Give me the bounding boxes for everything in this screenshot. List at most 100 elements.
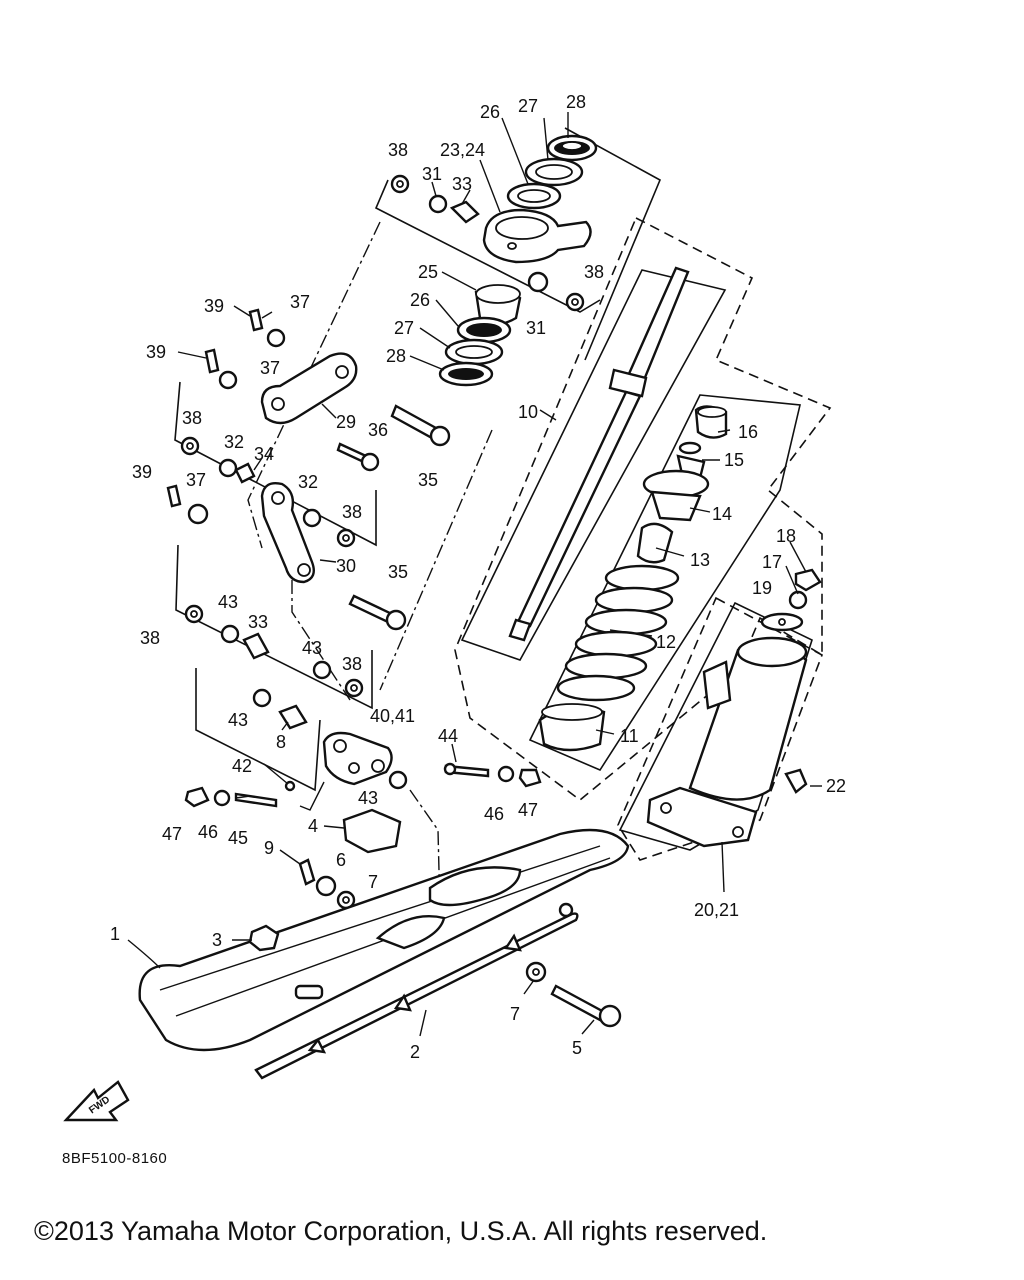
callout-31b: 31 [526, 318, 546, 338]
callout-4: 4 [308, 816, 318, 836]
callout-39c: 39 [132, 462, 152, 482]
washer-17 [788, 590, 808, 610]
callout-37a: 37 [290, 292, 310, 312]
cap-16 [694, 405, 728, 439]
bushing-43-b [312, 660, 332, 680]
callout-33a: 33 [452, 174, 472, 194]
callout-44: 44 [438, 726, 458, 746]
nut-38-top-left [390, 174, 410, 194]
callout-12: 12 [656, 632, 676, 652]
callout-5: 5 [572, 1038, 582, 1058]
washer-19 [760, 612, 804, 632]
lower-link-30 [260, 482, 315, 584]
bushing-32-right [302, 508, 322, 528]
callout-43a: 43 [218, 592, 238, 612]
washer-28-top [546, 134, 598, 162]
callout-45: 45 [228, 828, 248, 848]
callout-26a: 26 [480, 102, 500, 122]
copyright-notice: ©2013 Yamaha Motor Corporation, U.S.A. A… [34, 1216, 768, 1246]
bolt-45 [234, 792, 278, 808]
nut-37-b [218, 370, 238, 390]
callout-19: 19 [752, 578, 772, 598]
piston-rod-10 [508, 266, 690, 642]
callout-32a: 32 [224, 432, 244, 452]
callout-38f: 38 [342, 654, 362, 674]
ski-runner-2 [254, 902, 579, 1080]
callout-7b: 7 [510, 1004, 520, 1024]
callout-38d: 38 [342, 502, 362, 522]
callout-37b: 37 [260, 358, 280, 378]
callout-29: 29 [336, 412, 356, 432]
nut-38-link [180, 436, 200, 456]
callout-28a: 28 [566, 92, 586, 112]
callout-38e: 38 [140, 628, 160, 648]
bolt-5 [550, 984, 622, 1028]
callout-42: 42 [232, 756, 252, 776]
callout-35b: 35 [388, 562, 408, 582]
callout-36: 36 [368, 420, 388, 440]
washer-26-mid [456, 316, 512, 344]
callout-3: 3 [212, 930, 222, 950]
cotter-pin-39-a [248, 308, 264, 332]
fitting-22 [784, 768, 808, 794]
callout-8: 8 [276, 732, 286, 752]
rod-group-outline [460, 269, 727, 661]
callout-9: 9 [264, 838, 274, 858]
callout-7a: 7 [368, 872, 378, 892]
bump-stop-13 [636, 522, 674, 564]
callout-13: 13 [690, 550, 710, 570]
callout-1: 1 [110, 924, 120, 944]
pivot-cup-23-24 [482, 208, 592, 264]
callout-35a: 35 [418, 470, 438, 490]
bolt-35-upper [390, 404, 451, 447]
callout-46b: 46 [484, 804, 504, 824]
callout-33b: 33 [248, 612, 268, 632]
bushing-43-d [388, 770, 408, 790]
diagram-code: 8BF5100-8160 [62, 1150, 168, 1167]
spring-seat-11 [538, 703, 606, 752]
callout-18: 18 [776, 526, 796, 546]
nut-6 [315, 875, 337, 897]
callout-23-24: 23,24 [440, 140, 485, 160]
spring-group-outline [528, 394, 801, 772]
nut-3 [248, 924, 280, 952]
nut-38-lower-right [344, 678, 364, 698]
callout-47a: 47 [162, 824, 182, 844]
callout-39b: 39 [146, 342, 166, 362]
callout-46a: 46 [198, 822, 218, 842]
callout-38a: 38 [388, 140, 408, 160]
bushing-43-c [252, 688, 272, 708]
spring-seat-14 [642, 469, 710, 522]
callout-27b: 27 [394, 318, 414, 338]
cotter-pin-9 [298, 858, 316, 886]
fwd-arrow-icon: FWD [63, 1080, 130, 1122]
collar-8 [278, 704, 308, 730]
washer-7-right [525, 961, 547, 983]
callout-38c: 38 [182, 408, 202, 428]
callout-39a: 39 [204, 296, 224, 316]
bushing-43-a [220, 624, 240, 644]
callout-14: 14 [712, 504, 732, 524]
callout-43b: 43 [302, 638, 322, 658]
ski-1 [138, 828, 630, 1052]
washer-46-right [497, 765, 515, 783]
callout-15: 15 [724, 450, 744, 470]
damper-4 [342, 808, 402, 854]
collar-33-top [449, 200, 480, 224]
nut-18 [794, 568, 822, 592]
collar-33-lower [242, 632, 270, 660]
nut-38-link-right [336, 528, 356, 548]
callout-40-41: 40,41 [370, 706, 415, 726]
washer-27-mid [444, 338, 504, 366]
callout-37c: 37 [186, 470, 206, 490]
callout-26b: 26 [410, 290, 430, 310]
callout-20-21: 20,21 [694, 900, 739, 920]
washer-28-mid [438, 361, 494, 387]
cotter-pin-39-c [166, 484, 182, 508]
callout-47b: 47 [518, 800, 538, 820]
bushing-31-top [428, 194, 448, 214]
callout-6: 6 [336, 850, 346, 870]
spring-12 [556, 564, 680, 702]
callout-43c: 43 [228, 710, 248, 730]
